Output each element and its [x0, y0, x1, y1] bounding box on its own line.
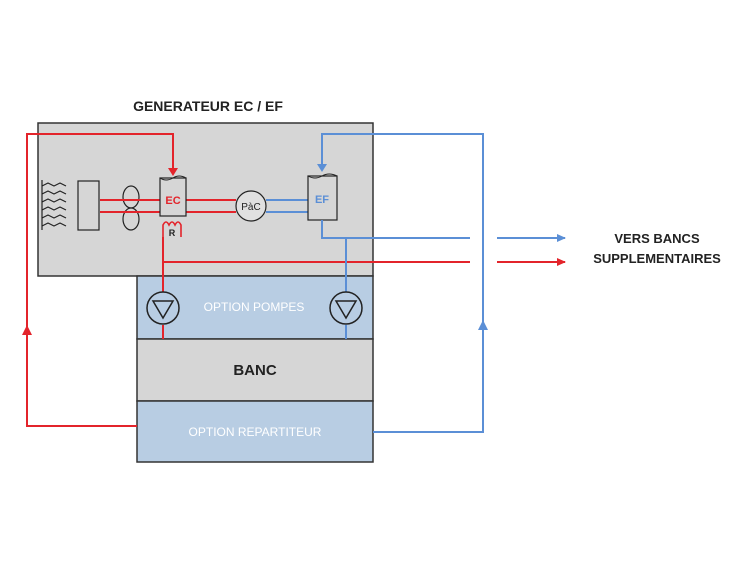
- banc-label: BANC: [233, 362, 276, 379]
- output-label-line1: VERS BANCS: [614, 231, 700, 246]
- exchanger-box: [77, 180, 100, 231]
- option-repartiteur-label: OPTION REPARTITEUR: [189, 425, 322, 439]
- resistance-icon: [162, 221, 182, 237]
- cold-return-circuit: [321, 133, 484, 433]
- cold-arrow-into-ef: [317, 164, 327, 172]
- pump-left-icon: [146, 291, 180, 325]
- hot-arrow-into-ec: [168, 168, 178, 176]
- cold-supply-circuit: [321, 220, 470, 339]
- ec-label: EC: [165, 195, 180, 207]
- resistance-label: R: [169, 228, 176, 238]
- heat-pump-label: PàC: [241, 202, 260, 213]
- cold-up-arrow: [478, 320, 488, 330]
- ef-label: EF: [315, 194, 329, 206]
- generator-title: GENERATEUR EC / EF: [133, 98, 283, 114]
- hot-up-arrow: [22, 325, 32, 335]
- hot-return-circuit: [26, 133, 174, 427]
- cold-internal-loop: [266, 199, 308, 213]
- hot-internal-loop: [100, 199, 236, 213]
- option-pompes-label: OPTION POMPES: [204, 300, 305, 314]
- fan-icon: [122, 185, 140, 231]
- pump-right-icon: [329, 291, 363, 325]
- heat-pump-circle: [235, 190, 267, 222]
- ef-tank: [307, 173, 338, 221]
- output-label-line2: SUPPLEMENTAIRES: [593, 251, 721, 266]
- ec-tank: [159, 175, 187, 217]
- hot-supply-circuit: [162, 237, 470, 339]
- radiator-icon: [41, 180, 67, 230]
- option-repartiteur-box: [136, 400, 374, 463]
- banc-box: [136, 338, 374, 402]
